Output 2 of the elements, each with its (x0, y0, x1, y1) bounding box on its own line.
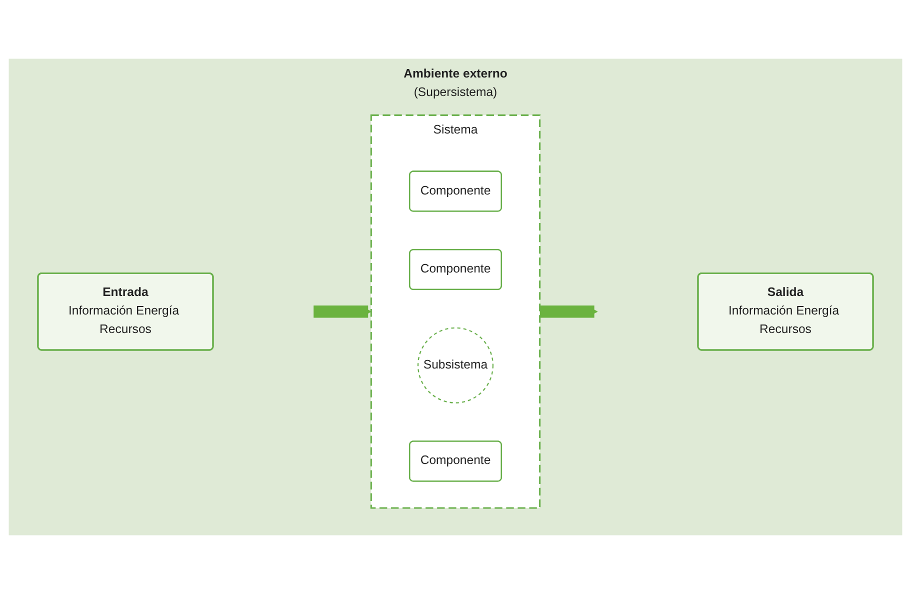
node-circle: Subsistema (417, 328, 494, 404)
arrow (312, 306, 372, 318)
